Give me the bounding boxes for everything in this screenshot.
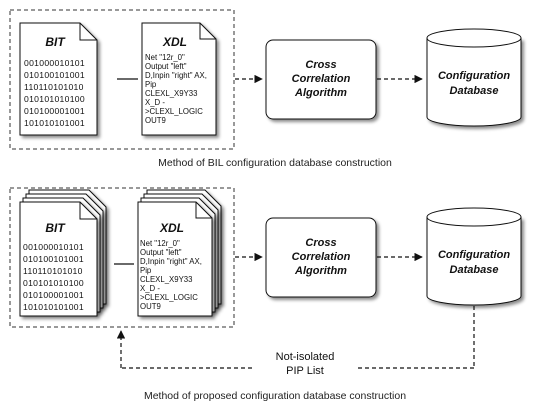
bit-line: 010101010100: [23, 278, 84, 288]
xdl-line: Pip: [145, 80, 157, 89]
xdl-line: CLEXL_X9Y33: [145, 89, 197, 98]
input-files-group-box: [9, 9, 235, 150]
bit-line: 010100101001: [24, 70, 85, 80]
bit-file-title: BIT: [45, 35, 66, 49]
not-isolated-pip-list-label: Not-isolated: [276, 351, 335, 363]
cross-correlation-algorithm-box: Cross Correlation Algorithm: [265, 217, 377, 298]
caption-bil-method: Method of BIL configuration database con…: [158, 157, 392, 169]
xdl-line: X_D -: [140, 284, 160, 293]
xdl-line: >CLEXL_LOGIC: [140, 293, 198, 302]
bit-line: 101010101001: [23, 302, 84, 312]
database-label-line: Database: [450, 264, 499, 276]
bit-line: 001000010101: [23, 242, 84, 252]
bit-line: 110110101010: [24, 82, 84, 92]
xdl-file-title: XDL: [159, 221, 184, 235]
bit-file: BIT 001000010101 010100101001 1101101010…: [19, 22, 98, 136]
xdl-file-stack: XDL Net "12r_0" Output "left" D,Inpin "r…: [137, 189, 222, 317]
xdl-line: Pip: [140, 266, 152, 275]
xdl-line: CLEXL_X9Y33: [140, 275, 192, 284]
diagram-bil-method: BIT 001000010101 010100101001 1101101010…: [9, 9, 522, 169]
xdl-line: >CLEXL_LOGIC: [145, 107, 203, 116]
bit-line: 101010101001: [24, 118, 85, 128]
algorithm-label-line: Correlation: [292, 73, 351, 85]
bit-line: 010101010100: [24, 94, 85, 104]
algorithm-label-line: Correlation: [292, 251, 351, 263]
bit-file-icon: [19, 22, 98, 136]
bit-file-title: BIT: [45, 221, 66, 235]
database-label-line: Configuration: [438, 70, 510, 82]
caption-proposed-method: Method of proposed configuration databas…: [144, 390, 406, 402]
algorithm-label-line: Algorithm: [294, 87, 347, 99]
xdl-line: Net "12r_0": [145, 53, 185, 62]
database-label-line: Database: [450, 85, 499, 97]
algorithm-label-line: Cross: [305, 59, 336, 71]
algorithm-label-line: Cross: [305, 237, 336, 249]
cross-correlation-algorithm-box: Cross Correlation Algorithm: [265, 39, 377, 120]
xdl-line: OUT9: [140, 302, 161, 311]
configuration-database-cylinder: Configuration Database: [426, 207, 522, 306]
xdl-file: XDL Net "12r_0" Output "left" D,Inpin "r…: [141, 22, 217, 136]
xdl-file-title: XDL: [162, 35, 187, 49]
xdl-line: Net "12r_0": [140, 239, 180, 248]
not-isolated-pip-list-label: PIP List: [286, 365, 324, 377]
database-label-line: Configuration: [438, 249, 510, 261]
configuration-database-cylinder: Configuration Database: [426, 28, 522, 127]
bit-line: 010100101001: [23, 254, 84, 264]
xdl-file-icon: [141, 22, 217, 136]
xdl-line: X_D -: [145, 98, 165, 107]
bit-line: 010100001001: [23, 290, 84, 300]
xdl-line: D,Inpin "right" AX,: [140, 257, 202, 266]
xdl-line: OUT9: [145, 116, 166, 125]
input-files-group-box: [9, 187, 235, 328]
xdl-line: Output "left": [145, 62, 187, 71]
bit-line: 001000010101: [24, 58, 85, 68]
bit-file-stack: BIT 001000010101 010100101001 1101101010…: [19, 189, 107, 317]
xdl-line: Output "left": [140, 248, 182, 257]
diagram-proposed-method: BIT 001000010101 010100101001 1101101010…: [9, 187, 522, 402]
feedback-loop: Not-isolated PIP List: [116, 306, 475, 377]
bit-line: 110110101010: [23, 266, 83, 276]
bit-line: 010100001001: [24, 106, 85, 116]
xdl-line: D,Inpin "right" AX,: [145, 71, 207, 80]
algorithm-label-line: Algorithm: [294, 265, 347, 277]
